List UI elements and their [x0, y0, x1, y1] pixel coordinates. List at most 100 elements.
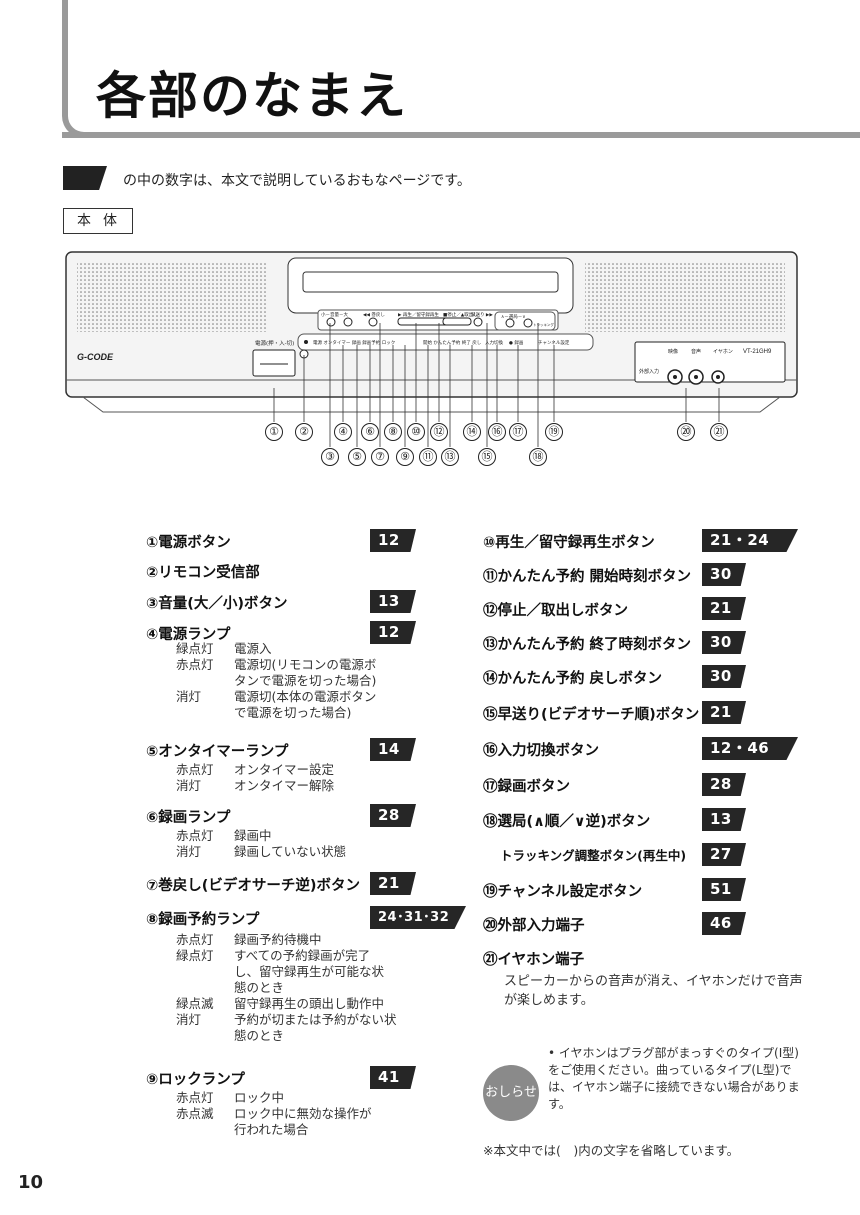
callout-9: ⑨: [396, 448, 414, 466]
record-label: ● 録画: [509, 339, 524, 346]
page-badge: 30: [702, 665, 746, 688]
item-easy-end-button: ⑬かんたん予約 終了時刻ボタン: [483, 637, 692, 653]
callout-2: ②: [295, 423, 313, 441]
stop-label: ■停止／▲取出し: [443, 311, 478, 318]
ext-input-label: 外部入力: [639, 368, 659, 375]
detail-lock-lamp: 赤点灯ロック中 赤点滅ロック中に無効な操作が 行われた場合: [176, 1090, 372, 1137]
callout-17: ⑰: [509, 423, 527, 441]
page-badge: 27: [702, 843, 746, 866]
page-badge: 21・24: [702, 529, 798, 552]
callout-16: ⑯: [488, 423, 506, 441]
callout-3: ③: [321, 448, 339, 466]
page-badge: 21: [702, 597, 746, 620]
callout-4: ④: [334, 423, 352, 441]
volume-label: 小－音量－大: [321, 311, 348, 318]
item-channel-button: ⑱選局(∧順／∨逆)ボタン: [483, 814, 651, 830]
legend-text: の中の数字は、本文で説明しているおもなページです。: [123, 173, 471, 189]
item-power-button: ①電源ボタン: [146, 535, 231, 551]
page-badge: 51: [702, 878, 746, 901]
tracking-label: トラッキング: [533, 322, 554, 327]
item-on-timer-lamp: ⑤オンタイマーランプ: [146, 744, 289, 760]
easy-reserve-label: 開始 かんたん予約 終了 戻し: [423, 339, 482, 346]
item-record-button: ⑰録画ボタン: [483, 779, 570, 795]
detail-power-lamp: 緑点灯電源入 赤点灯電源切(リモコンの電源ボ タンで電源を切った場合) 消灯電源…: [176, 641, 377, 720]
callout-13: ⑬: [441, 448, 459, 466]
notice-text: • イヤホンはプラグ部がまっすぐのタイプ(I型)をご使用ください。曲っているタイ…: [548, 1046, 800, 1111]
speaker-right: [585, 262, 785, 332]
speaker-left: [77, 262, 267, 332]
page-badge: 30: [702, 631, 746, 654]
page-badge: 21: [702, 701, 746, 724]
page-badge: 46: [702, 912, 746, 935]
callout-12: ⑫: [430, 423, 448, 441]
notice-badge: おしらせ: [483, 1065, 539, 1121]
callout-21: ㉑: [710, 423, 728, 441]
title-frame: [62, 0, 860, 138]
page-badge: 21: [370, 872, 416, 895]
brand-logo: G-CODE: [77, 352, 114, 362]
page-number: 10: [18, 1172, 44, 1193]
item-ff-button: ⑮早送り(ビデオサーチ順)ボタン: [483, 707, 700, 723]
page-badge: 30: [702, 563, 746, 586]
page-badge: 13: [370, 590, 416, 613]
input-switch-label: 入力切換: [485, 339, 503, 346]
page-title: 各部のなまえ: [96, 67, 408, 125]
item-lock-lamp: ⑨ロックランプ: [146, 1072, 245, 1088]
page-badge: 12: [370, 621, 416, 644]
rewind-label: ◀◀ 巻戻し: [363, 311, 385, 318]
item-input-switch-button: ⑯入力切換ボタン: [483, 743, 599, 759]
page-badge: 24･31･32: [370, 906, 466, 929]
item-remote-sensor: ②リモコン受信部: [146, 565, 260, 581]
callout-15: ⑮: [478, 448, 496, 466]
play-label: ▶ 再生／留守録再生: [398, 311, 439, 318]
earphone-description: スピーカーからの音声が消え、イヤホンだけで音声が楽しめます。: [504, 974, 803, 1008]
item-power-lamp: ④電源ランプ: [146, 627, 231, 643]
callout-1: ①: [265, 423, 283, 441]
power-label: 電源(押・入-切): [255, 339, 294, 347]
video-label: 映像: [668, 348, 678, 355]
callout-14: ⑭: [463, 423, 481, 441]
callout-19: ⑲: [545, 423, 563, 441]
item-easy-start-button: ⑪かんたん予約 開始時刻ボタン: [483, 569, 692, 585]
item-easy-back-button: ⑭かんたん予約 戻しボタン: [483, 671, 663, 687]
item-channel-setting-button: ⑲チャンネル設定ボタン: [483, 884, 643, 900]
page-badge: 12・46: [702, 737, 798, 760]
callout-6: ⑥: [361, 423, 379, 441]
page-badge: 28: [370, 804, 416, 827]
detail-record-lamp: 赤点灯録画中 消灯録画していない状態: [176, 828, 347, 859]
callout-7: ⑦: [371, 448, 389, 466]
item-stop-eject-button: ⑫停止／取出しボタン: [483, 603, 628, 619]
item-reserve-lamp: ⑧録画予約ランプ: [146, 912, 260, 928]
page-badge: 14: [370, 738, 416, 761]
section-label: 本体: [63, 208, 133, 234]
callout-5: ⑤: [348, 448, 366, 466]
callout-20: ⑳: [677, 423, 695, 441]
device-front-panel: G-CODE VT-21GH9 電源(押・入-切) 小－音量－大 ◀◀ 巻戻し …: [63, 250, 800, 420]
ff-label: 早送り ▶▶: [471, 311, 493, 318]
item-tracking-button: トラッキング調整ボタン(再生中): [500, 848, 687, 863]
callout-10: ⑩: [407, 423, 425, 441]
item-record-lamp: ⑥録画ランプ: [146, 810, 231, 826]
device-illustration: G-CODE VT-21GH9 電源(押・入-切) 小－音量－大 ◀◀ 巻戻し …: [65, 251, 798, 413]
page-badge: 12: [370, 529, 416, 552]
footnote: ※本文中では( )内の文字を省略しています。: [483, 1143, 740, 1158]
model-name: VT-21GH9: [743, 349, 772, 355]
detail-reserve-lamp: 赤点灯録画予約待機中 緑点灯すべての予約録画が完了 し、留守録再生が可能な状 態…: [176, 932, 397, 1043]
lamp-labels: 電源 オンタイマー 録画 録画予約 ロック: [313, 339, 395, 346]
channel-setting-label: チャンネル設定: [538, 339, 570, 346]
item-ext-input-terminal: ⑳外部入力端子: [483, 918, 585, 934]
item-rewind-button: ⑦巻戻し(ビデオサーチ逆)ボタン: [146, 878, 361, 894]
callout-11: ⑪: [419, 448, 437, 466]
channel-label: ∧－選局－∨: [501, 313, 526, 320]
page-badge-legend-icon: [63, 166, 107, 190]
detail-on-timer-lamp: 赤点灯オンタイマー設定 消灯オンタイマー解除: [176, 762, 335, 793]
page-badge: 28: [702, 773, 746, 796]
page-badge: 13: [702, 808, 746, 831]
page-badge: 41: [370, 1066, 416, 1089]
item-volume-button: ③音量(大／小)ボタン: [146, 596, 288, 612]
item-earphone-terminal: ㉑イヤホン端子: [483, 952, 585, 968]
item-play-button: ⑩再生／留守録再生ボタン: [483, 535, 655, 551]
callout-8: ⑧: [384, 423, 402, 441]
earphone-label: イヤホン: [713, 349, 733, 355]
audio-label: 音声: [691, 348, 701, 355]
